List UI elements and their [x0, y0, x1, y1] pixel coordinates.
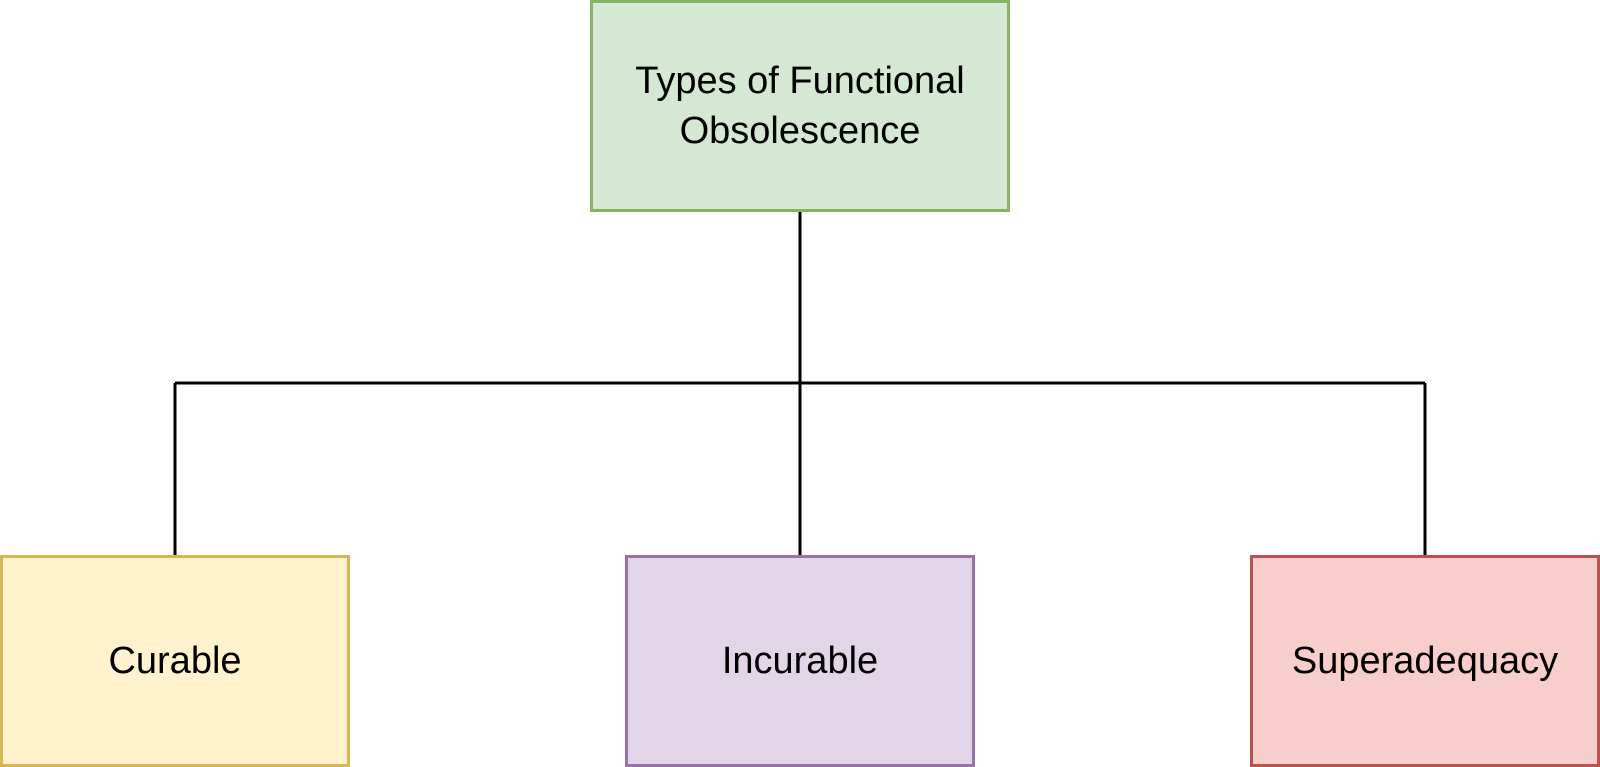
- child-node-curable-label: Curable: [108, 639, 242, 682]
- root-node: Types of Functional Obsolescence: [590, 0, 1010, 212]
- child-node-superadequacy: Superadequacy: [1250, 555, 1600, 767]
- child-node-superadequacy-label: Superadequacy: [1291, 639, 1559, 682]
- child-node-incurable-label: Incurable: [721, 639, 879, 682]
- child-node-incurable: Incurable: [625, 555, 975, 767]
- child-node-curable: Curable: [0, 555, 350, 767]
- root-node-label: Types of Functional Obsolescence: [635, 59, 965, 152]
